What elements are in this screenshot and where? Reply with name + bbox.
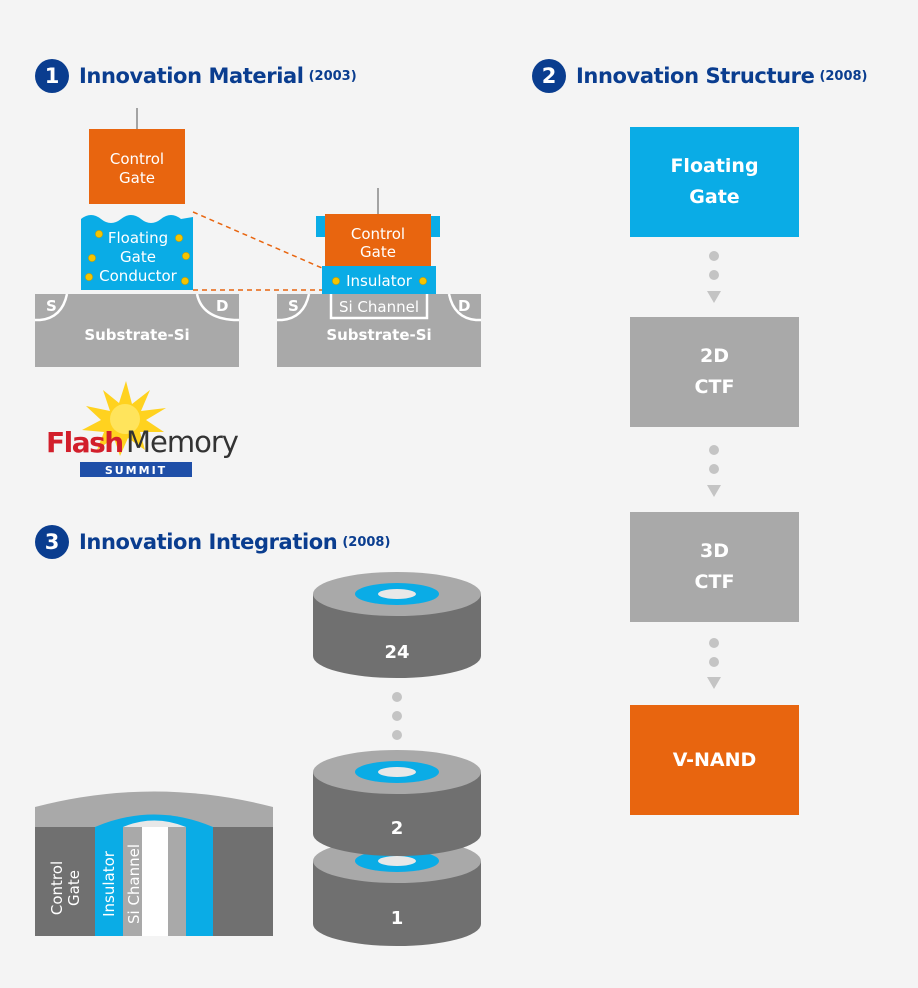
control-gate-label-2: Gate (119, 169, 155, 187)
flow-connectors (707, 251, 721, 689)
control-gate-label-1-right: Control (351, 225, 405, 243)
channel-outline (329, 294, 429, 320)
flow-box-1-line-1: Floating (670, 155, 759, 177)
source-label: S (46, 297, 57, 315)
substrate-block-right (277, 294, 481, 367)
substrate-label-right: Substrate-Si (326, 326, 431, 344)
insulator-layer-left (95, 827, 123, 936)
layer-2-label: 2 (391, 818, 404, 839)
flow-box-1-line-2: Gate (689, 186, 740, 208)
insulator-block (322, 266, 436, 295)
vertical-cell-cross-section: Control Gate Insulator Si Channel (35, 791, 273, 936)
source-label-right: S (288, 297, 299, 315)
section-3-number: 3 (35, 525, 69, 559)
drain-label-right: D (458, 297, 470, 315)
substrate-label: Substrate-Si (84, 326, 189, 344)
floating-gate-label-1: Floating (108, 229, 168, 247)
control-gate-label-2-right: Gate (360, 243, 396, 261)
section-3-title: Innovation Integration (79, 530, 338, 554)
flow-box-v-nand: V-NAND (630, 705, 799, 815)
section-2-number: 2 (532, 59, 566, 93)
cross-control-gate-label-2: Gate (65, 870, 83, 906)
logo-word-flash: Flash (46, 426, 123, 459)
flow-box-floating-gate: Floating Gate (630, 127, 799, 237)
section-1-year: (2003) (308, 68, 357, 84)
electron-dots (85, 230, 190, 285)
floating-gate-block (81, 215, 193, 290)
flow-box-2-line-1: 2D (700, 345, 729, 367)
section-3-heading: 3 Innovation Integration (2008) (35, 525, 390, 559)
section-1-number: 1 (35, 59, 69, 93)
section-2-heading: 2 Innovation Structure (2008) (532, 59, 868, 93)
flow-box-3d-ctf: 3D CTF (630, 512, 799, 622)
channel-label: Si Channel (339, 298, 419, 316)
summit-banner (80, 462, 192, 477)
layer-disk-24: 24 (313, 572, 481, 678)
charge-trap-transistor: Control Gate Insulator Si Channel S D Su… (277, 188, 481, 367)
layer-24-label: 24 (384, 642, 409, 663)
cross-channel-label: Si Channel (125, 844, 143, 924)
control-gate-label-1: Control (110, 150, 164, 168)
section-1-heading: 1 Innovation Material (2003) (35, 59, 357, 93)
logo-word-memory: Memory (126, 425, 239, 459)
layer-1-label: 1 (391, 908, 404, 929)
flow-box-2d-ctf: 2D CTF (630, 317, 799, 427)
cross-insulator-label: Insulator (100, 850, 118, 917)
cross-control-gate-label-1: Control (48, 861, 66, 915)
logo-word-summit: SUMMIT (105, 464, 167, 477)
flow-box-2-line-2: CTF (694, 376, 735, 398)
layer-disk-2: 2 (313, 750, 481, 856)
drain-label: D (216, 297, 228, 315)
flow-box-3-line-2: CTF (694, 571, 735, 593)
source-boundary (35, 293, 69, 322)
insulator-layer-right (186, 827, 213, 936)
substrate-block (35, 294, 239, 367)
dashed-connector-top (192, 211, 323, 269)
flash-memory-summit-logo: Flash Memory SUMMIT (46, 381, 240, 477)
section-2-title: Innovation Structure (576, 64, 815, 88)
flow-box-3-line-1: 3D (700, 540, 729, 562)
flow-box-4-line-1: V-NAND (672, 748, 757, 771)
section-2-year: (2008) (819, 68, 868, 84)
sun-center (110, 404, 140, 434)
section-3-year: (2008) (342, 534, 391, 550)
floating-gate-label-2: Gate (120, 248, 156, 266)
core-layer (142, 827, 168, 936)
control-gate-block (89, 129, 185, 204)
layer-ellipsis-dots (392, 692, 402, 740)
floating-gate-label-3: Conductor (99, 267, 177, 285)
section-1-title: Innovation Material (79, 64, 304, 88)
control-gate-block-right (325, 214, 431, 266)
floating-gate-transistor: Control Gate Floating Gate Conductor S D… (35, 108, 239, 367)
drain-boundary (195, 293, 239, 322)
insulator-label: Insulator (346, 272, 413, 290)
